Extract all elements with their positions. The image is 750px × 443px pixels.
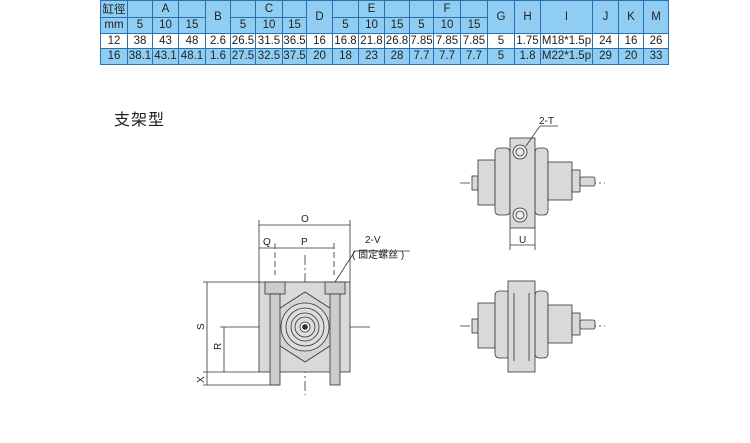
label-2T: 2-T: [539, 116, 554, 127]
table-cell: 7.7: [460, 48, 488, 65]
label-2V: 2-V: [365, 235, 381, 246]
table-cell: 21.8: [358, 32, 385, 49]
table-cell: M22*1.5p: [540, 48, 593, 65]
header-C: C: [255, 0, 283, 18]
side-view-drawing: [460, 280, 605, 373]
table-cell: 26: [643, 32, 669, 49]
table-cell: 29: [592, 48, 619, 65]
header-K: K: [618, 0, 644, 34]
header-E: E: [358, 0, 385, 18]
table-cell: 26.8: [384, 32, 410, 49]
table-cell: 36.5: [282, 32, 307, 49]
header-I: I: [540, 0, 593, 34]
header-F: F: [433, 0, 461, 18]
table-cell: 2.6: [205, 32, 231, 49]
table-cell: 7.7: [409, 48, 434, 65]
table-cell: 38: [127, 32, 153, 49]
table-cell: 7.85: [433, 32, 461, 49]
dim-U: U: [519, 235, 526, 246]
table-cell: 20: [306, 48, 333, 65]
header-J: J: [592, 0, 619, 34]
table-cell: 16: [306, 32, 333, 49]
table-cell: 26.5: [230, 32, 256, 49]
table-cell: 1.8: [514, 48, 541, 65]
table-header-row: 缸徑 A B C D E F G H I J K M: [100, 0, 669, 34]
header-B: B: [205, 0, 231, 34]
bore-size-cell: 12: [100, 32, 128, 49]
table-cell: 24: [592, 32, 619, 49]
header-A: A: [152, 0, 179, 18]
dim-Q: Q: [263, 237, 271, 248]
header-bore: 缸徑: [100, 0, 128, 18]
dim-S: S: [196, 323, 207, 330]
dim-R: R: [213, 343, 224, 350]
table-cell: 38.1: [127, 48, 153, 65]
stroke-15: 15: [178, 17, 206, 34]
table-cell: 37.5: [282, 48, 307, 65]
table-cell: 16.8: [332, 32, 359, 49]
header-H: H: [514, 0, 541, 34]
dim-X: X: [196, 376, 207, 383]
table-cell: 16: [618, 32, 644, 49]
dim-P: P: [301, 237, 308, 248]
header-D: D: [306, 0, 333, 34]
front-view-drawing: [203, 220, 410, 395]
table-cell: 27.5: [230, 48, 256, 65]
table-cell: 33: [643, 48, 669, 65]
header-G: G: [487, 0, 515, 34]
table-cell: 32.5: [255, 48, 283, 65]
stroke-15: 15: [460, 17, 488, 34]
stroke-10: 10: [433, 17, 461, 34]
dim-O: O: [301, 214, 309, 225]
label-fixing-screw: ( 固定螺丝 ): [352, 248, 404, 261]
section-title: 支架型: [114, 112, 166, 129]
stroke-15: 15: [282, 17, 307, 34]
header-M: M: [643, 0, 669, 34]
header-mm: mm: [100, 17, 128, 34]
table-cell: 7.7: [433, 48, 461, 65]
table-cell: 43.1: [152, 48, 179, 65]
top-view-drawing: [460, 125, 605, 250]
table-cell: 28: [384, 48, 410, 65]
